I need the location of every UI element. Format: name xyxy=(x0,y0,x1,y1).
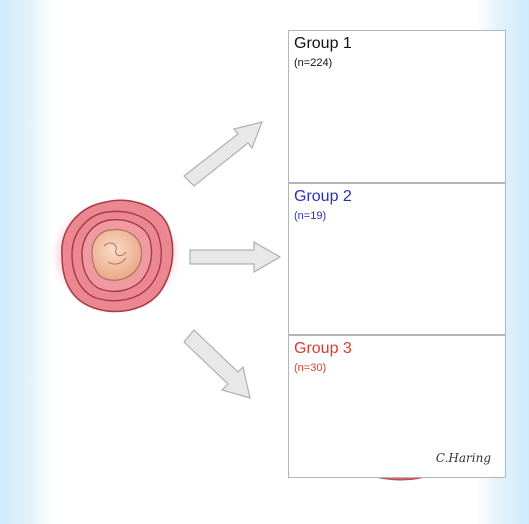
group-2-panel: Group 2 (n=19) xyxy=(288,183,506,335)
group-1-count: (n=224) xyxy=(294,57,332,70)
group-3-count: (n=30) xyxy=(294,362,326,375)
group-3-panel: Group 3 (n=30) C.Haring xyxy=(288,335,506,478)
group-3-title: Group 3 xyxy=(294,340,352,358)
arrow-to-group-1 xyxy=(184,122,262,186)
arrow-to-group-2 xyxy=(190,242,280,272)
group-2-title: Group 2 xyxy=(294,188,352,206)
group-1-title: Group 1 xyxy=(294,35,352,53)
artist-signature: C.Haring xyxy=(436,451,491,465)
group-1-panel: Group 1 (n=224) xyxy=(288,30,506,183)
original-lesion xyxy=(50,197,182,313)
group-2-count: (n=19) xyxy=(294,210,326,223)
arrow-to-group-3 xyxy=(184,330,250,398)
